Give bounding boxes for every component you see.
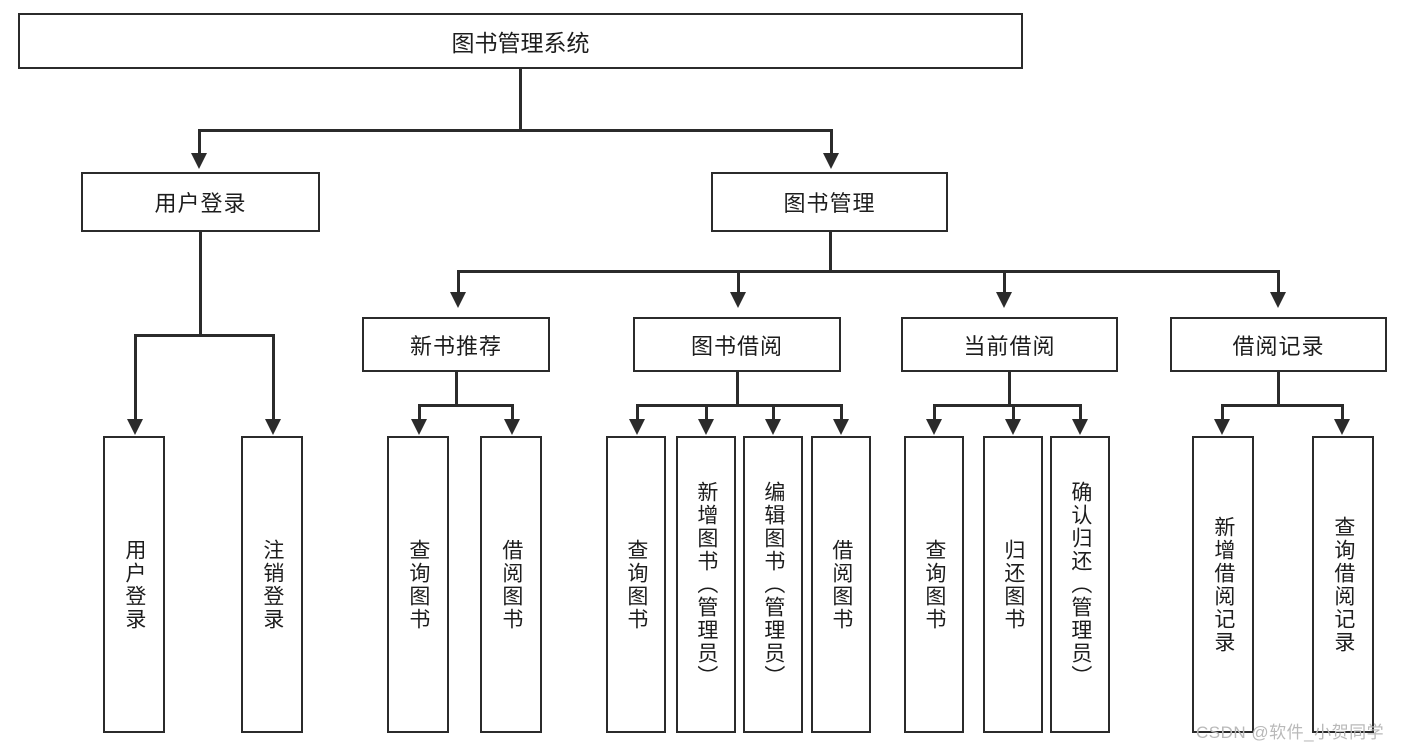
connector-book-borrow-leaf-1 — [636, 404, 639, 420]
leaf-current-borrow-query[interactable]: 查询图书 — [904, 436, 964, 733]
connector-new-book-bar — [418, 404, 513, 407]
leaf-label: 查询借阅记录 — [1331, 515, 1355, 654]
arrow-book-manage-to-new-book — [450, 292, 466, 308]
connector-current-borrow-leaf-1 — [933, 404, 936, 420]
leaf-user-login-signin[interactable]: 用户登录 — [103, 436, 165, 733]
connector-user-login-leaf-2 — [272, 334, 275, 420]
leaf-book-borrow-lend[interactable]: 借阅图书 — [811, 436, 871, 733]
connector-borrow-record-bar — [1221, 404, 1343, 407]
leaf-current-borrow-confirm[interactable]: 确认归还（管理员） — [1050, 436, 1110, 733]
leaf-label: 新增图书（管理员） — [694, 481, 718, 688]
node-root-system[interactable]: 图书管理系统 — [18, 13, 1023, 69]
node-label: 借阅记录 — [1232, 333, 1325, 359]
node-new-book-recommend[interactable]: 新书推荐 — [362, 317, 550, 372]
leaf-book-borrow-query[interactable]: 查询图书 — [606, 436, 666, 733]
node-label: 当前借阅 — [963, 333, 1056, 359]
leaf-label: 查询图书 — [624, 538, 648, 631]
arrow-book-manage-to-current — [996, 292, 1012, 308]
leaf-current-borrow-return[interactable]: 归还图书 — [983, 436, 1043, 733]
connector-new-book-leaf-1 — [418, 404, 421, 420]
arrow-root-to-book-manage — [823, 153, 839, 169]
connector-book-manage-to-new-book — [457, 270, 460, 294]
leaf-label: 查询图书 — [406, 538, 430, 631]
node-label: 用户登录 — [154, 191, 247, 216]
leaf-label: 归还图书 — [1001, 538, 1025, 631]
arrow-user-login-leaf-1 — [127, 419, 143, 435]
arrow-new-book-leaf-1 — [411, 419, 427, 435]
leaf-user-login-signout[interactable]: 注销登录 — [241, 436, 303, 733]
arrow-user-login-leaf-2 — [265, 419, 281, 435]
connector-root-to-user-login — [198, 129, 201, 155]
connector-borrow-record-leaf-1 — [1221, 404, 1224, 420]
leaf-new-book-borrow[interactable]: 借阅图书 — [480, 436, 542, 733]
arrow-book-borrow-leaf-4 — [833, 419, 849, 435]
connector-new-book-stem — [455, 372, 458, 406]
connector-root-stem — [519, 69, 522, 130]
arrow-root-to-user-login — [191, 153, 207, 169]
node-borrow-record[interactable]: 借阅记录 — [1170, 317, 1387, 372]
arrow-book-borrow-leaf-1 — [629, 419, 645, 435]
leaf-borrow-record-query[interactable]: 查询借阅记录 — [1312, 436, 1374, 733]
connector-current-borrow-stem — [1008, 372, 1011, 406]
node-current-borrow[interactable]: 当前借阅 — [901, 317, 1118, 372]
connector-book-borrow-stem — [736, 372, 739, 406]
arrow-book-manage-to-borrow — [730, 292, 746, 308]
connector-book-manage-bar — [457, 270, 1279, 273]
connector-root-bar — [198, 129, 832, 132]
connector-new-book-leaf-2 — [511, 404, 514, 420]
leaf-label: 新增借阅记录 — [1211, 515, 1235, 654]
connector-book-borrow-leaf-4 — [840, 404, 843, 420]
connector-book-manage-to-record — [1277, 270, 1280, 294]
leaf-label: 注销登录 — [260, 538, 284, 631]
connector-book-manage-to-borrow — [737, 270, 740, 294]
arrow-current-borrow-leaf-3 — [1072, 419, 1088, 435]
watermark-text: CSDN @软件_小贺同学 — [1196, 723, 1385, 742]
connector-book-manage-to-current — [1003, 270, 1006, 294]
connector-borrow-record-leaf-2 — [1341, 404, 1344, 420]
node-label: 新书推荐 — [409, 333, 502, 359]
connector-user-login-stem — [199, 232, 202, 336]
leaf-label: 确认归还（管理员） — [1068, 481, 1092, 688]
leaf-new-book-query[interactable]: 查询图书 — [387, 436, 449, 733]
connector-user-login-leaf-1 — [134, 334, 137, 420]
arrow-borrow-record-leaf-1 — [1214, 419, 1230, 435]
node-label: 图书借阅 — [690, 333, 783, 359]
node-book-borrow[interactable]: 图书借阅 — [633, 317, 841, 372]
arrow-current-borrow-leaf-1 — [926, 419, 942, 435]
connector-borrow-record-stem — [1277, 372, 1280, 406]
leaf-book-borrow-add[interactable]: 新增图书（管理员） — [676, 436, 736, 733]
connector-book-borrow-leaf-3 — [772, 404, 775, 420]
connector-book-borrow-bar — [636, 404, 842, 407]
arrow-book-borrow-leaf-2 — [698, 419, 714, 435]
node-book-management[interactable]: 图书管理 — [711, 172, 948, 232]
arrow-new-book-leaf-2 — [504, 419, 520, 435]
leaf-label: 用户登录 — [122, 538, 146, 631]
arrow-book-borrow-leaf-3 — [765, 419, 781, 435]
connector-current-borrow-bar — [933, 404, 1081, 407]
node-label: 图书管理系统 — [451, 30, 590, 56]
arrow-current-borrow-leaf-2 — [1005, 419, 1021, 435]
arrow-book-manage-to-record — [1270, 292, 1286, 308]
connector-book-borrow-leaf-2 — [705, 404, 708, 420]
node-label: 图书管理 — [783, 191, 876, 216]
node-user-login[interactable]: 用户登录 — [81, 172, 320, 232]
leaf-label: 借阅图书 — [829, 538, 853, 631]
leaf-label: 编辑图书（管理员） — [761, 481, 785, 688]
connector-book-manage-stem — [829, 232, 832, 272]
connector-root-to-book-manage — [830, 129, 833, 155]
leaf-label: 借阅图书 — [499, 538, 523, 631]
leaf-book-borrow-edit[interactable]: 编辑图书（管理员） — [743, 436, 803, 733]
arrow-borrow-record-leaf-2 — [1334, 419, 1350, 435]
leaf-label: 查询图书 — [922, 538, 946, 631]
leaf-borrow-record-add[interactable]: 新增借阅记录 — [1192, 436, 1254, 733]
connector-user-login-bar — [134, 334, 274, 337]
connector-current-borrow-leaf-3 — [1079, 404, 1082, 420]
connector-current-borrow-leaf-2 — [1012, 404, 1015, 420]
